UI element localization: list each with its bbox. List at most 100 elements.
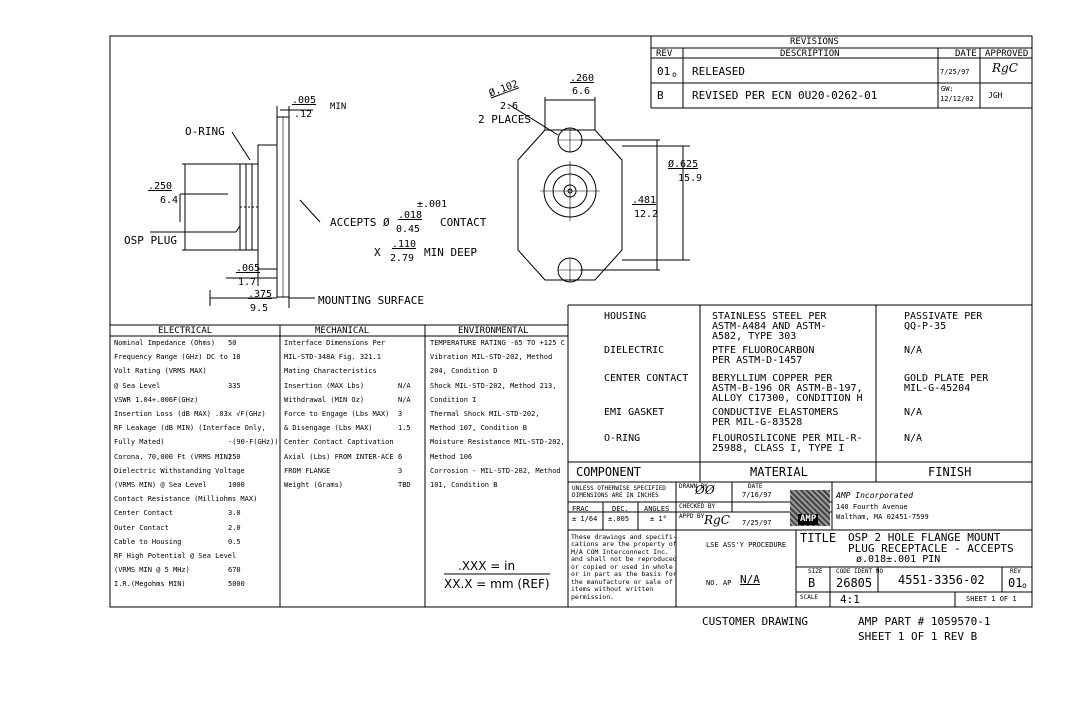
material-row-component: CENTER CONTACT: [604, 373, 689, 384]
label-min-deep: MIN DEEP: [424, 246, 477, 259]
electrical-row-value: 250: [228, 452, 241, 461]
units-mm: XX.X = mm (REF): [444, 577, 550, 591]
tb-notice: These drawings and specifi- cations are …: [571, 533, 677, 601]
material-row-finish: N/A: [904, 407, 923, 418]
tb-rev-value: 01: [1008, 576, 1023, 590]
footer-amp-part: AMP PART # 1059570-1: [858, 615, 991, 628]
material-row-finish: PASSIVATE PER QQ-P-35: [904, 311, 983, 332]
tb-dec-val: ±.005: [608, 515, 630, 523]
environmental-row: Corrosion - MIL-STD-202, Method: [430, 466, 561, 475]
col-component: COMPONENT: [576, 465, 642, 479]
electrical-row-value: 670: [228, 566, 241, 575]
dim-26: 2.6: [500, 101, 519, 112]
tb-code-label: CODE IDENT NO: [836, 568, 883, 575]
tb-size-label: SIZE: [808, 568, 823, 575]
electrical-row-label: Corona, 70,000 Ft (VRMS MIN): [114, 452, 233, 461]
tb-date-label: DATE: [748, 483, 763, 490]
electrical-row-label: Insertion Loss (dB MAX) .03x √F(GHz): [114, 410, 266, 418]
tb-dec: DEC.: [612, 505, 629, 513]
revisions-col-rev: REV: [656, 49, 673, 59]
material-row-finish: N/A: [904, 433, 923, 444]
tb-title-line1: OSP 2 HOLE FLANGE MOUNT: [848, 531, 1001, 544]
tb-drawn-by: DRAWN BY: [679, 483, 708, 490]
electrical-row-label: Volt Rating (VRMS MAX): [114, 367, 207, 376]
tb-angles-val: ± 1°: [650, 515, 667, 523]
mechanical-row-label: Interface Dimensions Per: [284, 339, 386, 347]
label-oring: O-RING: [185, 125, 225, 138]
electrical-row-value: 5000: [228, 580, 245, 589]
tb-na-label: NO. AP: [706, 579, 732, 587]
col-material: MATERIAL: [750, 465, 808, 479]
spec-header-mechanical: MECHANICAL: [315, 326, 370, 336]
material-row-finish: GOLD PLATE PER MIL-G-45204: [904, 373, 989, 394]
mechanical-row-label: & Disengage (Lbs MAX): [284, 424, 373, 433]
rev-row-1-approved-signature: RgC: [992, 61, 1018, 75]
material-row-material: CONDUCTIVE ELASTOMERS PER MIL-G-83528: [712, 407, 839, 428]
mechanical-row-label: Mating Characteristics: [284, 367, 377, 376]
tb-appd-signature: RgC: [704, 513, 730, 527]
rev-row-2-date: 12/12/02: [940, 95, 974, 103]
label-contact: CONTACT: [440, 216, 487, 229]
dim-260: .260: [570, 73, 595, 84]
dim-95: 9.5: [250, 303, 269, 314]
electrical-row-value: 50: [228, 339, 237, 347]
electrical-row-label: RF High Potential @ Sea Level: [114, 552, 237, 560]
units-inches: .XXX = in: [458, 559, 516, 573]
label-osp-plug: OSP PLUG: [124, 234, 177, 247]
label-accepts: ACCEPTS Ø: [330, 216, 390, 229]
tb-rev-sub: o: [1022, 581, 1027, 590]
tb-sheet: SHEET 1 OF 1: [966, 595, 1017, 603]
mechanical-row-value: 3: [398, 466, 403, 475]
dim-375: .375: [248, 289, 273, 300]
tb-drawn-signature: ØØ: [695, 483, 715, 497]
tb-address2: Waltham, MA 02451-7599: [836, 513, 929, 521]
electrical-row-label: (VRMS MIN) @ Sea Level: [114, 481, 207, 489]
tb-company: AMP Incorporated: [836, 491, 914, 500]
material-row-material: BERYLLIUM COPPER PER ASTM-B-196 OR ASTM-…: [712, 373, 863, 404]
environmental-row: Thermal Shock MIL-STD-202,: [430, 410, 540, 418]
tb-code-value: 26805: [836, 576, 873, 590]
tb-scale-value: 4:1: [840, 593, 860, 606]
rev-row-2-rev: B: [657, 89, 664, 102]
environmental-row: Moisture Resistance MIL-STD-202,: [430, 438, 565, 447]
dim-018: .018: [398, 210, 423, 221]
tb-checked-by: CHECKED BY: [679, 503, 716, 510]
mechanical-row-label: Weight (Grams): [284, 481, 344, 489]
mechanical-row-label: Insertion (MAX Lbs): [284, 381, 365, 390]
revisions-col-date: DATE: [955, 49, 977, 59]
electrical-row-label: Center Contact: [114, 509, 174, 518]
tb-frac-val: ± 1/64: [572, 515, 598, 523]
electrical-row-label: Nominal Impedance (Ohms): [114, 339, 216, 347]
dim-tol: ±.001: [417, 199, 448, 210]
rev-row-1-desc: RELEASED: [692, 65, 745, 78]
material-row-component: DIELECTRIC: [604, 345, 665, 356]
tb-address1: 140 Fourth Avenue: [836, 503, 908, 511]
tb-na-value: N/A: [740, 573, 760, 586]
amp-logo-text: AMP: [798, 514, 819, 525]
tb-frac: FRAC: [572, 505, 589, 513]
dim-012: .12: [294, 109, 313, 120]
electrical-row-label: Cable to Housing: [114, 537, 182, 546]
environmental-row: 101, Condition B: [430, 481, 498, 489]
rev-row-1-date: 7/25/97: [940, 68, 970, 76]
electrical-row-label: RF Leakage (dB MIN) (Interface Only,: [114, 424, 266, 433]
col-finish: FINISH: [928, 465, 972, 479]
dim-dia-250: .250: [148, 181, 173, 192]
dim-110: .110: [392, 239, 417, 250]
dim-005-top: .005: [292, 95, 317, 106]
tb-date-value: 7/16/97: [742, 491, 772, 499]
electrical-row-value: 335: [228, 381, 241, 390]
label-x: X: [374, 246, 381, 259]
revisions-col-approved: APPROVED: [985, 49, 1029, 59]
electrical-row-value: -(90-F(GHz)): [228, 438, 279, 447]
tb-part-number: 4551-3356-02: [898, 573, 985, 587]
environmental-row: Shock MIL-STD-202, Method 213,: [430, 381, 557, 390]
electrical-row-label: Frequency Range (GHz) DC to 18: [114, 353, 241, 362]
dim-64: 6.4: [160, 195, 179, 206]
label-mounting-surface: MOUNTING SURFACE: [318, 294, 424, 307]
material-row-material: PTFE FLUOROCARBON PER ASTM-D-1457: [712, 345, 815, 366]
material-row-material: STAINLESS STEEL PER ASTM-A484 AND ASTM- …: [712, 311, 827, 342]
mechanical-row-label: MIL-STD-348A Fig. 321.1: [284, 353, 381, 362]
electrical-row-label: VSWR 1.04+.006F(GHz): [114, 395, 199, 404]
